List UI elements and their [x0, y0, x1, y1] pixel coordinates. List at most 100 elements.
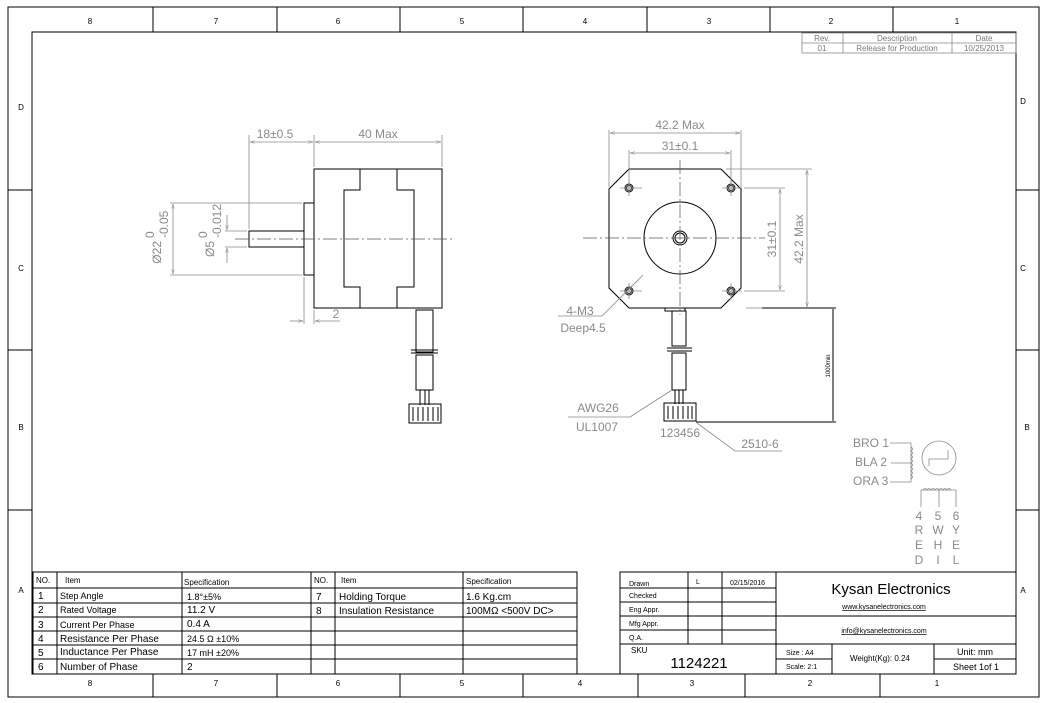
- zone-label: B: [18, 423, 23, 432]
- wire-label-bro: BRO 1: [853, 436, 889, 450]
- wire-letter: H: [934, 538, 943, 552]
- wire-num: 5: [935, 509, 942, 523]
- spec-header-no: NO.: [314, 576, 328, 585]
- zone-label: A: [18, 586, 24, 595]
- spec-no: 5: [38, 648, 44, 659]
- spec-no: 1: [38, 591, 44, 602]
- holes-depth: Deep4.5: [560, 321, 606, 335]
- spec-item: Resistance Per Phase: [60, 634, 159, 645]
- spec-item: Holding Torque: [339, 592, 407, 603]
- description-header: Description: [877, 34, 917, 43]
- front-view: 42.2 Max 31±0.1 31±0.1 42.2 Max 1000min …: [558, 118, 836, 452]
- zone-label: 1: [955, 17, 960, 26]
- wiring-diagram: BRO 1 BLA 2 ORA 3 4 R E D 5 W H I 6 Y E …: [853, 436, 960, 567]
- zone-label: 7: [214, 17, 219, 26]
- cable: [671, 310, 687, 347]
- rev-date: 10/25/2013: [964, 44, 1005, 53]
- spec-value: 24.5 Ω ±10%: [187, 634, 239, 644]
- zone-label: 6: [336, 17, 341, 26]
- zone-label: 8: [88, 17, 93, 26]
- spec-header-spec: Specification: [466, 577, 511, 586]
- cable: [415, 309, 434, 353]
- wire-letter: I: [936, 553, 939, 567]
- spec-header-spec: Specification: [184, 578, 229, 587]
- pin-numbers: 123456: [660, 426, 700, 440]
- zone-label: A: [1020, 586, 1026, 595]
- connector: [408, 403, 442, 424]
- website-link[interactable]: www.kysanelectronics.com: [841, 604, 926, 611]
- approval-date: 02/15/2016: [730, 580, 765, 587]
- title-block: Drawn L 02/15/2016 Checked Eng Appr. Mfg…: [619, 571, 1017, 675]
- spec-no: 2: [38, 605, 44, 616]
- inner-frame: [31, 31, 1017, 675]
- wire-spec: UL1007: [576, 420, 618, 434]
- wire-letter: Y: [952, 523, 960, 537]
- dim-flange-diameter: Ø22 0 -0.05: [143, 210, 171, 263]
- zone-label: B: [1024, 423, 1029, 432]
- dim-flange-height: 2: [333, 307, 340, 321]
- spec-item: Inductance Per Phase: [60, 647, 159, 658]
- dim-cable-length: 1000min: [826, 354, 832, 377]
- weight: Weight(Kg): 0.24: [850, 654, 910, 663]
- approval-role: Drawn: [629, 581, 649, 588]
- zone-label: C: [18, 264, 24, 273]
- spec-value: 2: [187, 662, 193, 673]
- zone-label: 2: [829, 17, 834, 26]
- shaft-dia-nominal: Ø5: [203, 241, 217, 257]
- flange-dia-nominal: Ø22: [150, 241, 164, 264]
- sheet-size: Size : A4: [786, 650, 814, 657]
- wire-letter: L: [953, 553, 960, 567]
- spec-table: NO. Item Specification NO. Item Specific…: [32, 571, 578, 675]
- approval-name: L: [696, 579, 700, 586]
- spec-item: Insulation Resistance: [339, 606, 434, 617]
- motor-symbol: [921, 440, 957, 476]
- connector: [663, 402, 697, 422]
- spec-value: 1.8°±5%: [187, 592, 221, 602]
- spec-value: 17 mH ±20%: [187, 648, 239, 658]
- body-internal-outline: [343, 169, 415, 308]
- flange-dia-lower: -0.05: [157, 210, 171, 238]
- spec-item: Current Per Phase: [60, 620, 135, 630]
- wire-letter: D: [915, 553, 924, 567]
- zone-label: 5: [460, 17, 465, 26]
- zone-label: 3: [690, 679, 695, 688]
- approval-role: Mfg Appr.: [629, 621, 659, 628]
- dim-body-length: 40 Max: [358, 127, 397, 141]
- wire-label-bla: BLA 2: [855, 455, 887, 469]
- wire-num: 6: [953, 509, 960, 523]
- spec-value: 0.4 A: [187, 619, 210, 630]
- sku-label: SKU: [631, 646, 648, 655]
- wire-letter: W: [932, 523, 944, 537]
- spec-no: 3: [38, 620, 44, 631]
- spec-value: 1.6 Kg.cm: [466, 592, 511, 603]
- approval-role: Checked: [629, 593, 657, 600]
- zone-label: D: [18, 103, 24, 112]
- zone-label: 1: [935, 679, 940, 688]
- wire-gauge: AWG26: [577, 401, 619, 415]
- company-name: Kysan Electronics: [831, 581, 950, 598]
- dim-shaft-length: 18±0.5: [257, 127, 294, 141]
- sheet-number: Sheet 1of 1: [953, 662, 999, 672]
- motor-face: [608, 168, 742, 309]
- email-link[interactable]: info@kysanelectronics.com: [841, 628, 926, 635]
- spec-no: 7: [316, 592, 322, 603]
- zone-label: 4: [578, 679, 583, 688]
- spec-no: 8: [316, 606, 322, 617]
- zone-label: 4: [583, 17, 588, 26]
- zone-labels: 8 7 6 5 4 3 2 1 8 7 6 5 4 3 2 1 D C B A …: [18, 17, 1030, 688]
- zone-label: 6: [336, 679, 341, 688]
- sku-number: 1124221: [670, 655, 727, 672]
- wire-letter: E: [915, 538, 923, 552]
- zone-label: 5: [460, 679, 465, 688]
- rev-header: Rev.: [814, 34, 830, 43]
- revision-table: Rev. Description Date 01 Release for Pro…: [801, 32, 1017, 54]
- shaft-dia-lower: -0.012: [210, 204, 224, 238]
- zone-label: 7: [214, 679, 219, 688]
- flange-dia-upper: 0: [143, 231, 157, 238]
- zone-label: 2: [808, 679, 813, 688]
- zone-label: C: [1020, 264, 1026, 273]
- date-header: Date: [976, 34, 993, 43]
- wire-letter: R: [915, 523, 924, 537]
